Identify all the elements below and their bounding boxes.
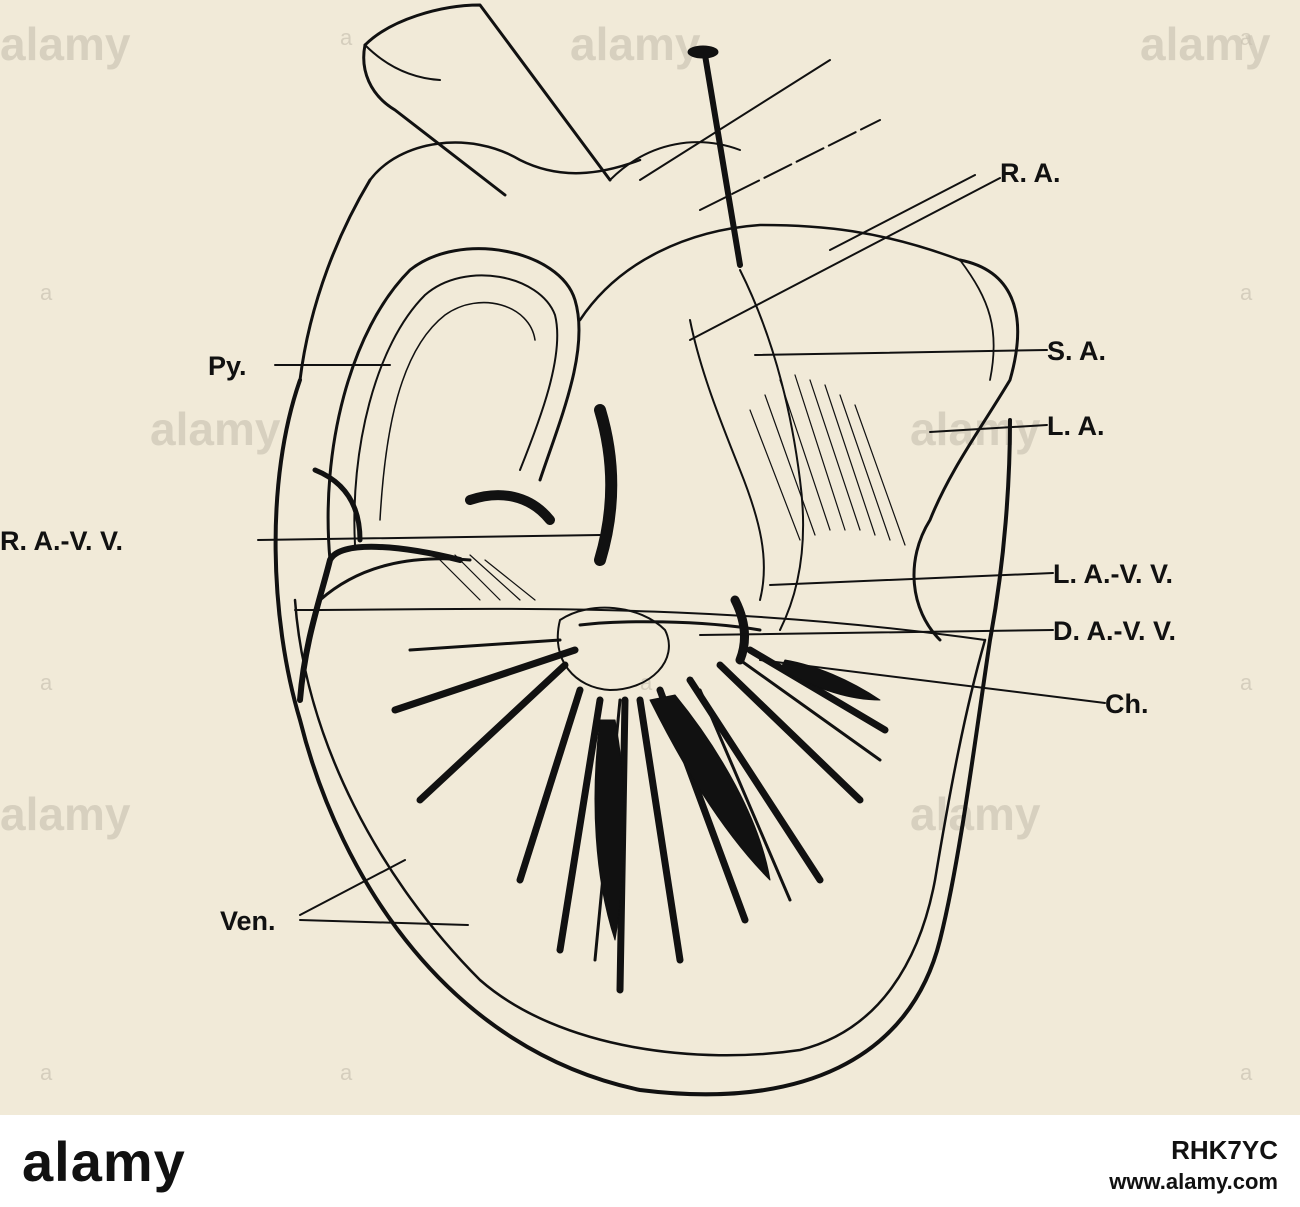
valve-slit: [730, 595, 749, 665]
label-left-atrium: L. A.: [1047, 411, 1105, 441]
left-atrium-edge: [912, 258, 1020, 642]
watermark-text: alamy: [150, 403, 281, 455]
pylangium-loop: [353, 274, 559, 546]
site-url[interactable]: www.alamy.com: [1109, 1169, 1278, 1194]
pin-head: [687, 45, 719, 59]
watermark-text: alamy: [0, 788, 131, 840]
heart-illustration: alamy alamy alamy alamy alamy alamy alam…: [0, 3, 1271, 1097]
septum-dark: [297, 543, 463, 703]
watermark-layer: alamy alamy alamy alamy alamy alamy alam…: [0, 18, 1271, 1085]
vessel-line: [829, 174, 976, 251]
left-atrium-wall: [298, 178, 372, 382]
watermark-text: alamy: [0, 18, 131, 70]
pin-shaft: [702, 52, 743, 268]
lumen: [594, 719, 625, 941]
watermark-mark: a: [1240, 670, 1253, 695]
watermark-text: alamy: [570, 18, 701, 70]
lumen: [649, 694, 771, 881]
sinus-edge: [739, 269, 805, 631]
atrium-top: [368, 141, 642, 182]
watermark-mark: a: [1240, 25, 1253, 50]
label-right-atrium: R. A.: [1000, 158, 1061, 188]
trabeculae: [391, 646, 889, 994]
label-right-av-valve: R. A.-V. V.: [0, 526, 123, 556]
watermark-mark: a: [1240, 1060, 1253, 1085]
label-left-av-valve: L. A.-V. V.: [1053, 559, 1173, 589]
muscle-hatching: [439, 374, 906, 601]
watermark-mark: a: [640, 670, 653, 695]
ventricle-outline: [273, 378, 1012, 1097]
watermark-text: alamy: [1140, 18, 1271, 70]
label-chordae: Ch.: [1105, 689, 1149, 719]
heart-drawing: [257, 3, 1106, 1097]
image-id: RHK7YC: [1171, 1135, 1278, 1165]
sinus-edge: [689, 319, 765, 601]
ventricle-section-edge: [293, 598, 987, 1057]
watermark-mark: a: [40, 1060, 53, 1085]
brand-logo[interactable]: alamy: [22, 1130, 186, 1193]
left-atrium-inner: [959, 259, 995, 381]
watermark-mark: a: [1240, 280, 1253, 305]
aorta-outline: [362, 43, 507, 197]
label-pylangium: Py.: [208, 351, 247, 381]
anatomy-labels: R. A. S. A. L. A. Py. R. A.-V. V. L. A.-…: [0, 158, 1176, 936]
central-hub: [556, 606, 670, 691]
valve-edge: [578, 620, 762, 632]
watermark-mark: a: [340, 1060, 353, 1085]
pylangium-loop: [326, 247, 581, 562]
valve-slit: [465, 490, 555, 525]
septum-dark: [312, 467, 363, 543]
watermark-mark: a: [40, 670, 53, 695]
watermark-mark: a: [40, 280, 53, 305]
label-dorsal-av-valve: D. A.-V. V.: [1053, 616, 1176, 646]
leader-lines: [257, 177, 1106, 926]
vessel-line: [699, 119, 881, 211]
watermark-text: alamy: [910, 788, 1041, 840]
vessel-edge: [609, 141, 741, 181]
section-top-edge: [294, 607, 986, 641]
aorta-opening: [364, 44, 441, 81]
watermark-mark: a: [340, 25, 353, 50]
label-ventricle: Ven.: [220, 906, 276, 936]
valve-slit: [594, 404, 618, 566]
aorta-outline: [363, 3, 612, 182]
right-atrium-edge: [578, 223, 962, 322]
heart-diagram: alamy alamy alamy alamy alamy alamy alam…: [0, 3, 1271, 1097]
footer-bar: alamy RHK7YC www.alamy.com: [0, 1115, 1300, 1207]
pylangium-loop: [379, 301, 536, 521]
label-sinus-venosus: S. A.: [1047, 336, 1106, 366]
vessel-line: [639, 59, 831, 181]
septum-dark: [318, 557, 472, 602]
